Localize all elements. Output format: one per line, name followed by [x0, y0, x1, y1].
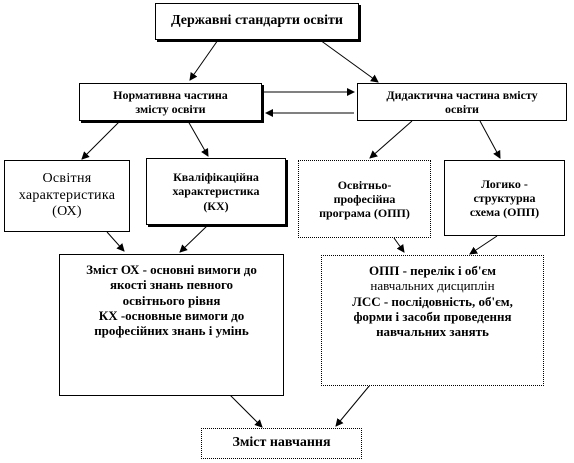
ox-box: Освітня характеристика (ОХ)	[4, 160, 130, 232]
bottom-box: Зміст навчання	[201, 428, 362, 459]
opp-line-2: професійна	[333, 191, 396, 206]
didactic-line-1: Дидактична частина вмісту	[386, 87, 538, 102]
arrow-ox-to-content	[106, 231, 125, 252]
opp-line-3: програма (ОПП)	[319, 206, 410, 221]
kx-line-3: (КХ)	[203, 198, 229, 213]
lss-box: Логико - структурна схема (ОПП)	[444, 160, 565, 236]
kx-line-1: Кваліфікаційна	[173, 170, 259, 185]
lss-line-1: Логико -	[481, 176, 528, 191]
normative-line-2: змісту освіти	[135, 102, 206, 116]
content-left-line-2: якості знань певного	[109, 277, 234, 293]
ox-line-2: характеристика	[18, 187, 116, 203]
top-box: Державні стандарти освіти	[155, 3, 359, 40]
arrow-opp-to-content	[393, 237, 405, 253]
content-left-line-3: освітнього рівня	[122, 292, 221, 308]
content-left-line-5: професійних знань і умінь	[94, 323, 249, 339]
didactic-line-2: освіти	[445, 102, 479, 116]
arrow-lss-to-content	[469, 235, 498, 255]
content-left-line-1: Зміст ОХ - основні вимоги до	[86, 262, 257, 277]
arrow-right-content-to-bottom	[335, 384, 371, 427]
arrow-didactic-to-opp	[369, 120, 413, 159]
arrow-top-to-normative	[189, 39, 219, 81]
lss-line-2: структурна	[473, 190, 536, 205]
content-right-line-2: навчальних дисциплін	[370, 278, 495, 294]
arrow-left-content-to-bottom	[229, 394, 263, 428]
normative-box: Нормативна частина змісту освіти	[79, 83, 262, 121]
arrow-kx-to-content	[179, 224, 209, 253]
normative-line-1: Нормативна частина	[113, 87, 228, 102]
kx-box: Кваліфікаційна характеристика (КХ)	[146, 158, 286, 225]
opp-line-1: Освітньо-	[337, 177, 392, 192]
content-right-box: ОПП - перелік і об'єм навчальних дисципл…	[321, 255, 544, 386]
lss-line-3: схема (ОПП)	[469, 205, 540, 220]
ox-line-3: (ОХ)	[52, 204, 82, 220]
bottom-box-label: Зміст навчання	[232, 435, 331, 451]
arrow-didactic-to-lss	[479, 120, 501, 159]
arrow-top-to-didactic	[319, 39, 379, 83]
arrow-normative-to-kx	[187, 120, 209, 157]
kx-line-2: характеристика	[172, 184, 260, 199]
didactic-box: Дидактична частина вмісту освіти	[357, 83, 567, 121]
content-left-box: Зміст ОХ - основні вимоги до якості знан…	[59, 254, 284, 396]
content-left-line-4: КХ -основные вимоги до	[98, 307, 245, 323]
content-right-line-4: форми і засоби проведення	[353, 308, 512, 324]
opp-box: Освітньо- професійна програма (ОПП)	[298, 160, 431, 238]
content-right-line-3: ЛСС - послідовність, об'єм,	[352, 293, 513, 309]
content-right-line-5: навчальних занять	[376, 324, 489, 340]
arrow-normative-to-ox	[81, 120, 121, 160]
content-right-line-1: ОПП - перелік і об'єм	[368, 263, 497, 278]
top-box-label: Державні стандарти освіти	[170, 13, 344, 29]
ox-line-1: Освітня	[42, 171, 92, 187]
